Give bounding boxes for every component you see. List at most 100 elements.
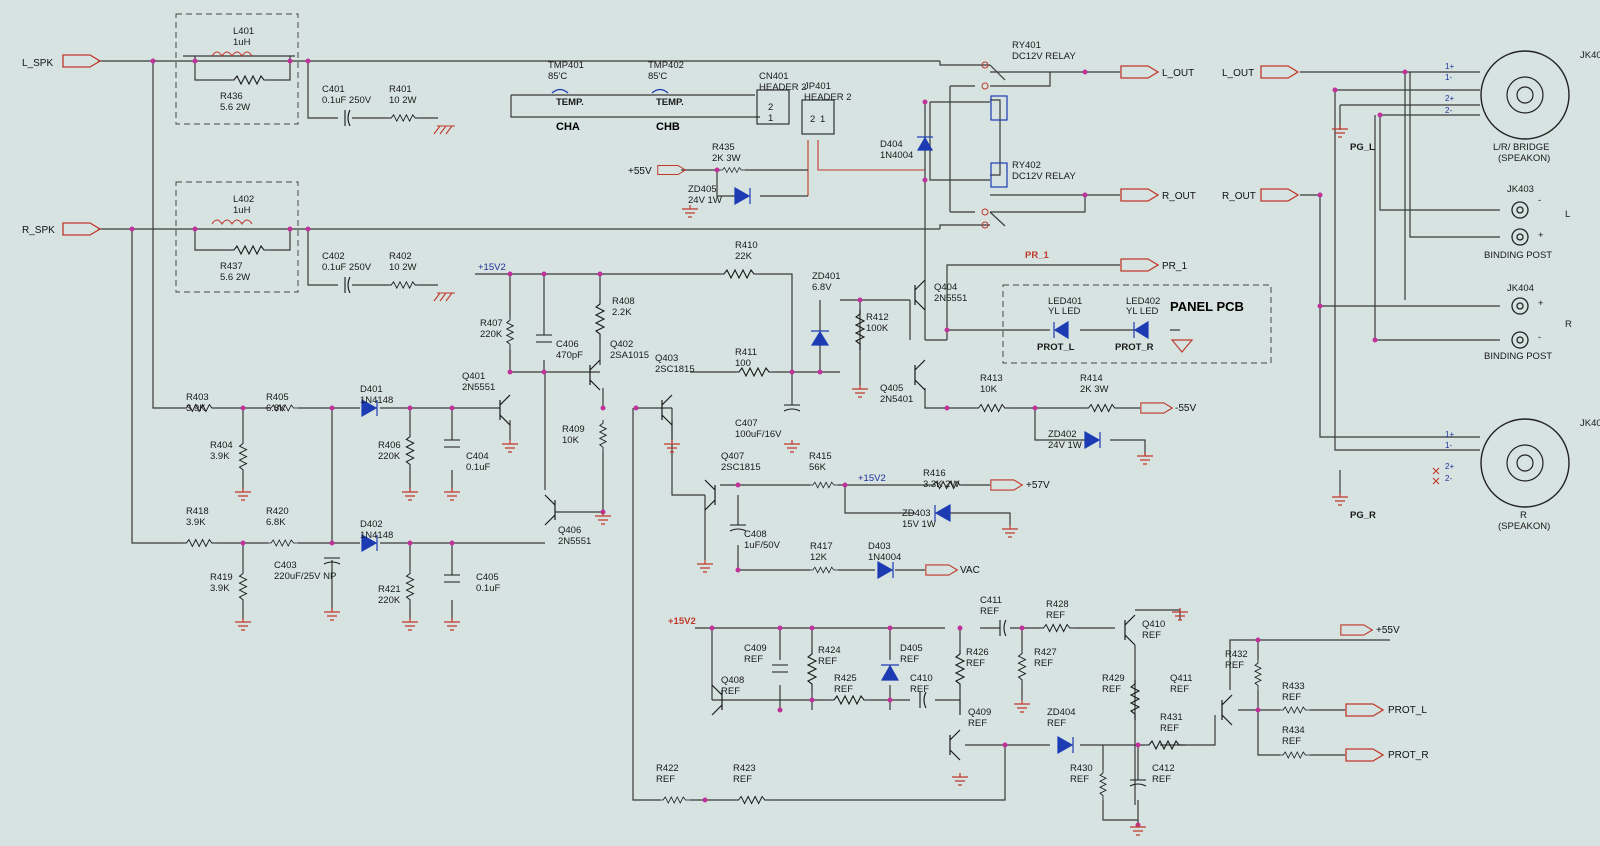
port-vac [925, 564, 958, 576]
transistors [499, 279, 1233, 761]
r425-value: REF [834, 684, 853, 695]
r403-ref: R403 [186, 392, 209, 403]
tmp402-text: TEMP. [656, 97, 684, 108]
r405-ref: R405 [266, 392, 289, 403]
r437-ref: R437 [220, 261, 243, 272]
r417-value: 12K [810, 552, 828, 563]
c401-ref: C401 [322, 84, 345, 95]
r433-ref: R433 [1282, 681, 1305, 692]
zd402-ref: ZD402 [1048, 429, 1077, 440]
c403-ref: C403 [274, 560, 297, 571]
jk402-ref: JK402 [1580, 418, 1600, 429]
d402-value: 1N4148 [360, 530, 393, 541]
q405-ref: Q405 [880, 383, 903, 394]
c412-value: REF [1152, 774, 1171, 785]
led401-val: YL LED [1048, 306, 1081, 317]
l402-value: 1uH [233, 205, 251, 216]
r413-ref: R413 [980, 373, 1003, 384]
r435-ref: R435 [712, 142, 735, 153]
c405-ref: C405 [476, 572, 499, 583]
r403-value: 3.9K [186, 403, 206, 414]
diodes [361, 136, 1149, 755]
panel-ground-icon [1170, 339, 1194, 353]
inductor-l401 [211, 51, 253, 58]
q411-value: REF [1170, 684, 1189, 695]
jk401-pin1m: 1- [1445, 73, 1452, 82]
c408-value: 1uF/50V [744, 540, 781, 551]
jk402-pin2m: 2- [1445, 474, 1452, 483]
jk404-label: BINDING POST [1484, 351, 1552, 362]
q410-ref: Q410 [1142, 619, 1165, 630]
jp401-pin1: 1 [820, 114, 825, 125]
port-prot-r [1345, 748, 1384, 762]
ry402-value: DC12V RELAY [1012, 171, 1076, 182]
r404-value: 3.9K [210, 451, 230, 462]
port-p57v-label: +57V [1026, 480, 1050, 491]
r412-ref: R412 [866, 312, 889, 323]
d405-value: REF [900, 654, 919, 665]
c410-ref: C410 [910, 673, 933, 684]
c406-value: 470pF [556, 350, 583, 361]
nc-marks [1432, 467, 1440, 485]
filter-box-left [175, 13, 299, 125]
tmp402-ref: TMP402 [648, 60, 684, 71]
r424-value: REF [818, 656, 837, 667]
filter-box-right [175, 181, 299, 293]
r431-ref: R431 [1160, 712, 1183, 723]
r429-value: REF [1102, 684, 1121, 695]
r411-value: 100 [735, 358, 751, 369]
q408-value: REF [721, 686, 740, 697]
r437-value: 5.6 2W [220, 272, 250, 283]
binding-posts [1511, 201, 1529, 349]
c406-ref: C406 [556, 339, 579, 350]
jp401-value: HEADER 2 [804, 92, 852, 103]
ground-symbols [234, 125, 1349, 836]
d403-ref: D403 [868, 541, 891, 552]
zd403-value: 15V 1W [902, 519, 936, 530]
port-l-out-label: L_OUT [1162, 68, 1194, 79]
c408-ref: C408 [744, 529, 767, 540]
header-jp401 [801, 99, 835, 135]
r436-ref: R436 [220, 91, 243, 102]
r427-value: REF [1034, 658, 1053, 669]
l401-value: 1uH [233, 37, 251, 48]
r414-value: 2K 3W [1080, 384, 1109, 395]
port-l-spk-label: L_SPK [22, 58, 53, 69]
jk402-line2: (SPEAKON) [1498, 521, 1550, 532]
q406-value: 2N5551 [558, 536, 591, 547]
r412-value: 100K [866, 323, 889, 334]
l401-ref: L401 [233, 26, 254, 37]
zd401-value: 6.8V [812, 282, 832, 293]
q409-ref: Q409 [968, 707, 991, 718]
port-pr1 [1120, 258, 1159, 272]
c404-value: 0.1uF [466, 462, 490, 473]
r409-ref: R409 [562, 424, 585, 435]
q403-value: 2SC1815 [655, 364, 695, 375]
r426-ref: R426 [966, 647, 989, 658]
zd405-ref: ZD405 [688, 184, 717, 195]
d402-ref: D402 [360, 519, 383, 530]
r428-ref: R428 [1046, 599, 1069, 610]
r402-value: 10 2W [389, 262, 416, 273]
q403-ref: Q403 [655, 353, 678, 364]
r411-ref: R411 [735, 347, 757, 358]
r415-value: 56K [809, 462, 827, 473]
q404-value: 2N5551 [934, 293, 967, 304]
ry401-ref: RY401 [1012, 40, 1041, 51]
port-r-out [1120, 188, 1159, 202]
jk401-pin2p: 2+ [1445, 94, 1454, 103]
rail-15v2-a: +15V2 [478, 262, 506, 273]
r423-ref: R423 [733, 763, 756, 774]
port-r-spk-label: R_SPK [22, 225, 55, 236]
junction-dots [129, 58, 1408, 828]
net-chb: CHB [656, 121, 680, 133]
q402-ref: Q402 [610, 339, 633, 350]
q409-value: REF [968, 718, 987, 729]
tmp401-ref: TMP401 [548, 60, 584, 71]
port-p55v-label: +55V [628, 166, 652, 177]
c409-ref: C409 [744, 643, 767, 654]
jp401-ref: JP401 [804, 81, 831, 92]
port-p55v-b [1340, 624, 1373, 636]
jk401-ref: JK401 [1580, 50, 1600, 61]
